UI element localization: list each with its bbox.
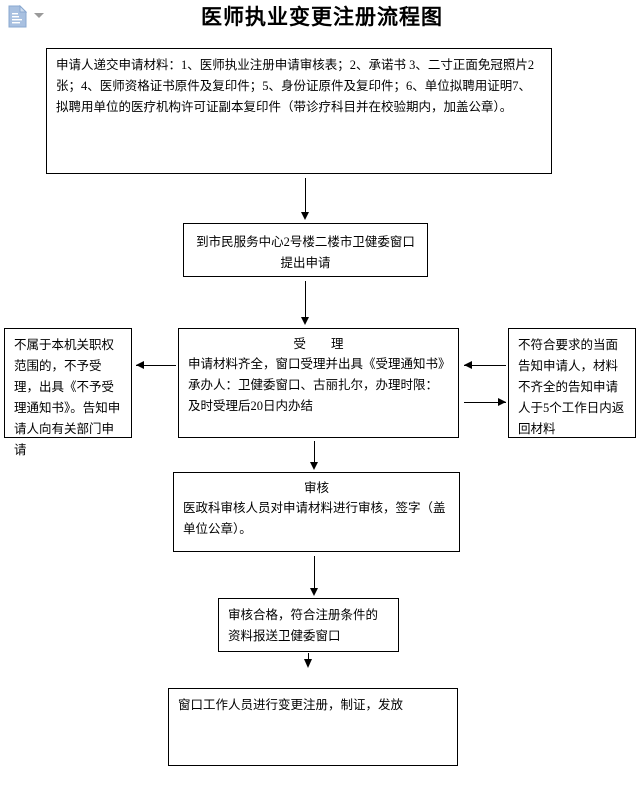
- flow-box-submit: 到市民服务中心2号楼二楼市卫健委窗口提出申请: [183, 223, 428, 277]
- flow-box-materials-text: 申请人递交申请材料：1、医师执业注册申请审核表；2、承诺书 3、二寸正面免冠照片…: [56, 58, 535, 114]
- flow-box-review-heading: 审核: [303, 481, 329, 495]
- flow-box-accept: 受 理 申请材料齐全，窗口受理并出具《受理通知书》承办人：卫健委窗口、古丽扎尔，…: [178, 328, 459, 438]
- flow-box-incomplete: 不符合要求的当面告知申请人，材料不齐全的告知申请人于5个工作日内返回材料: [508, 328, 636, 438]
- arrow-down-icon-qualified-to-issue: [304, 653, 313, 669]
- arrow-right-icon-accept-to-incomplete: [464, 398, 506, 407]
- document-icon[interactable]: [8, 5, 27, 28]
- arrow-down-icon-accept-to-review: [310, 441, 319, 470]
- flow-box-accept-heading: 受 理: [293, 337, 344, 351]
- arrow-down-icon-materials-to-submit: [301, 178, 310, 220]
- arrow-left-icon-incomplete-to-accept: [464, 361, 506, 370]
- flow-box-review-text: 医政科审核人员对申请材料进行审核，签字（盖单位公章）。: [183, 501, 446, 536]
- flow-box-materials: 申请人递交申请材料：1、医师执业注册申请审核表；2、承诺书 3、二寸正面免冠照片…: [46, 48, 552, 174]
- flow-box-qualified-text: 审核合格，符合注册条件的资料报送卫健委窗口: [228, 608, 379, 643]
- chevron-down-icon[interactable]: [34, 13, 44, 18]
- arrow-left-icon-accept-to-reject: [136, 361, 176, 370]
- flow-box-reject-text: 不属于本机关职权范围的，不予受理，出具《不予受理通知书》。告知申请人向有关部门申…: [14, 338, 121, 457]
- flow-box-issue-text: 窗口工作人员进行变更注册，制证，发放: [178, 698, 404, 712]
- flow-box-qualified: 审核合格，符合注册条件的资料报送卫健委窗口: [218, 598, 399, 652]
- flow-box-incomplete-text: 不符合要求的当面告知申请人，材料不齐全的告知申请人于5个工作日内返回材料: [518, 338, 625, 436]
- flow-box-review: 审核 医政科审核人员对申请材料进行审核，签字（盖单位公章）。: [173, 472, 460, 552]
- arrow-down-icon-review-to-qualified: [310, 556, 319, 596]
- document-toolbar: [0, 0, 644, 34]
- page-title: 医师执业变更注册流程图: [201, 5, 443, 29]
- flow-box-reject: 不属于本机关职权范围的，不予受理，出具《不予受理通知书》。告知申请人向有关部门申…: [4, 328, 132, 457]
- flow-box-accept-text: 申请材料齐全，窗口受理并出具《受理通知书》承办人：卫健委窗口、古丽扎尔，办理时限…: [188, 357, 445, 413]
- flow-box-submit-text: 到市民服务中心2号楼二楼市卫健委窗口提出申请: [196, 235, 415, 270]
- arrow-down-icon-submit-to-accept: [301, 281, 310, 325]
- flow-box-issue: 窗口工作人员进行变更注册，制证，发放: [168, 688, 458, 766]
